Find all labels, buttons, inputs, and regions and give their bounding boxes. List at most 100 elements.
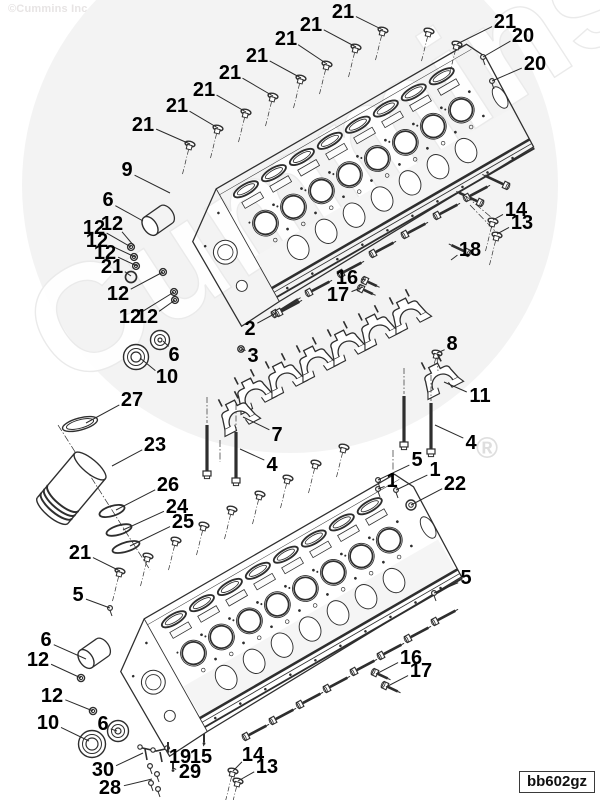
diagram-shape [392, 297, 428, 329]
diagram-shape [349, 544, 374, 569]
diagram-shape [276, 548, 295, 561]
callout-label-22: 22 [444, 473, 466, 495]
diagram-shape [228, 770, 236, 778]
diagram-shape [156, 776, 160, 783]
diagram-shape [314, 211, 317, 215]
leader-line [134, 174, 171, 194]
diagram-shape [374, 35, 382, 62]
diagram-shape [223, 514, 231, 541]
diagram-shape [224, 776, 232, 800]
diagram-shape [396, 554, 402, 560]
callout-label-10: 10 [156, 366, 178, 388]
diagram-shape [260, 603, 263, 606]
main-bearing-bolt-icon [426, 375, 436, 458]
diagram-shape [420, 362, 426, 370]
diagram-shape [314, 659, 317, 662]
diagram-shape [199, 524, 207, 532]
diagram-shape [73, 451, 107, 481]
diagram-shape [356, 497, 383, 516]
upper-engine-block [191, 43, 535, 328]
diagram-shape [268, 361, 304, 393]
oring-icon [111, 540, 141, 554]
diagram-shape [232, 619, 235, 622]
diagram-shape [347, 542, 375, 570]
callout-label-6: 6 [40, 629, 51, 651]
diagram-shape [311, 280, 331, 293]
diagram-shape [448, 49, 456, 76]
diagram-shape [167, 545, 175, 572]
cummins-watermark: Cummins® [0, 0, 600, 465]
diagram-shape [332, 516, 351, 529]
diagram-shape [312, 568, 315, 572]
diagram-shape [271, 138, 530, 290]
callout-label-21: 21 [494, 11, 516, 33]
diagram-shape [336, 271, 342, 278]
diagram-shape [232, 180, 259, 199]
diagram-shape [411, 214, 414, 218]
diagram-shape [159, 204, 176, 224]
diagram-shape [382, 567, 406, 594]
diagram-shape [412, 122, 415, 126]
stud-icon [229, 777, 244, 800]
diagram-shape [364, 145, 391, 172]
leader-line [239, 448, 265, 461]
diagram-shape [482, 173, 486, 177]
diagram-shape [283, 477, 291, 485]
callout-label-20: 20 [512, 25, 534, 47]
diagram-shape [444, 108, 447, 111]
diagram-shape [293, 576, 318, 601]
diagram-shape [466, 249, 472, 257]
diagram-shape [462, 192, 472, 203]
leader-line [385, 675, 409, 688]
diagram-shape [150, 785, 154, 792]
diagram-shape [232, 482, 240, 487]
leader-line [492, 213, 504, 221]
diagram-shape [339, 644, 342, 648]
diagram-shape [377, 528, 402, 553]
diagram-shape [419, 516, 437, 539]
callout-label-12: 12 [107, 283, 129, 305]
stud-icon [307, 459, 322, 495]
leader-line [216, 94, 247, 113]
pin-icon [171, 761, 175, 772]
diagram-shape [241, 111, 249, 119]
callout-label-4: 4 [465, 432, 477, 454]
diagram-shape [425, 221, 429, 225]
leader-line [109, 244, 136, 258]
diagram-shape [326, 593, 329, 596]
diagram-shape [78, 675, 84, 681]
leader-line [92, 557, 121, 572]
oring-icon [124, 270, 138, 284]
diagram-shape [488, 240, 496, 267]
diagram-shape [403, 633, 413, 644]
diagram-shape [298, 609, 301, 612]
diagram-shape [304, 290, 310, 297]
diagram-shape [248, 564, 267, 577]
diagram-shape [106, 719, 130, 743]
diagram-shape [337, 524, 360, 542]
stud-icon [223, 505, 238, 541]
diagram-shape [404, 288, 410, 297]
diagram-shape [342, 320, 348, 329]
diagram-shape [79, 638, 109, 669]
stud-icon [335, 443, 350, 479]
diagram-shape [484, 226, 492, 253]
diagram-shape [256, 635, 262, 640]
diagram-shape [492, 234, 500, 242]
bushing-icon [122, 343, 150, 371]
callout-label-16: 16 [400, 647, 422, 669]
diagram-shape [320, 691, 324, 695]
diagram-shape [264, 687, 267, 691]
diagram-shape [370, 668, 376, 676]
diagram-shape [274, 307, 284, 318]
leader-line [142, 291, 175, 312]
leader-line [53, 644, 87, 660]
callout-label-3: 3 [247, 345, 258, 367]
diagram-shape [439, 203, 459, 216]
diagram-shape [454, 137, 478, 164]
diagram-shape [241, 731, 251, 742]
diagram-shape [376, 650, 386, 661]
bolt-icon [376, 642, 405, 661]
diagram-shape [299, 345, 335, 377]
diagram-shape [440, 140, 446, 146]
